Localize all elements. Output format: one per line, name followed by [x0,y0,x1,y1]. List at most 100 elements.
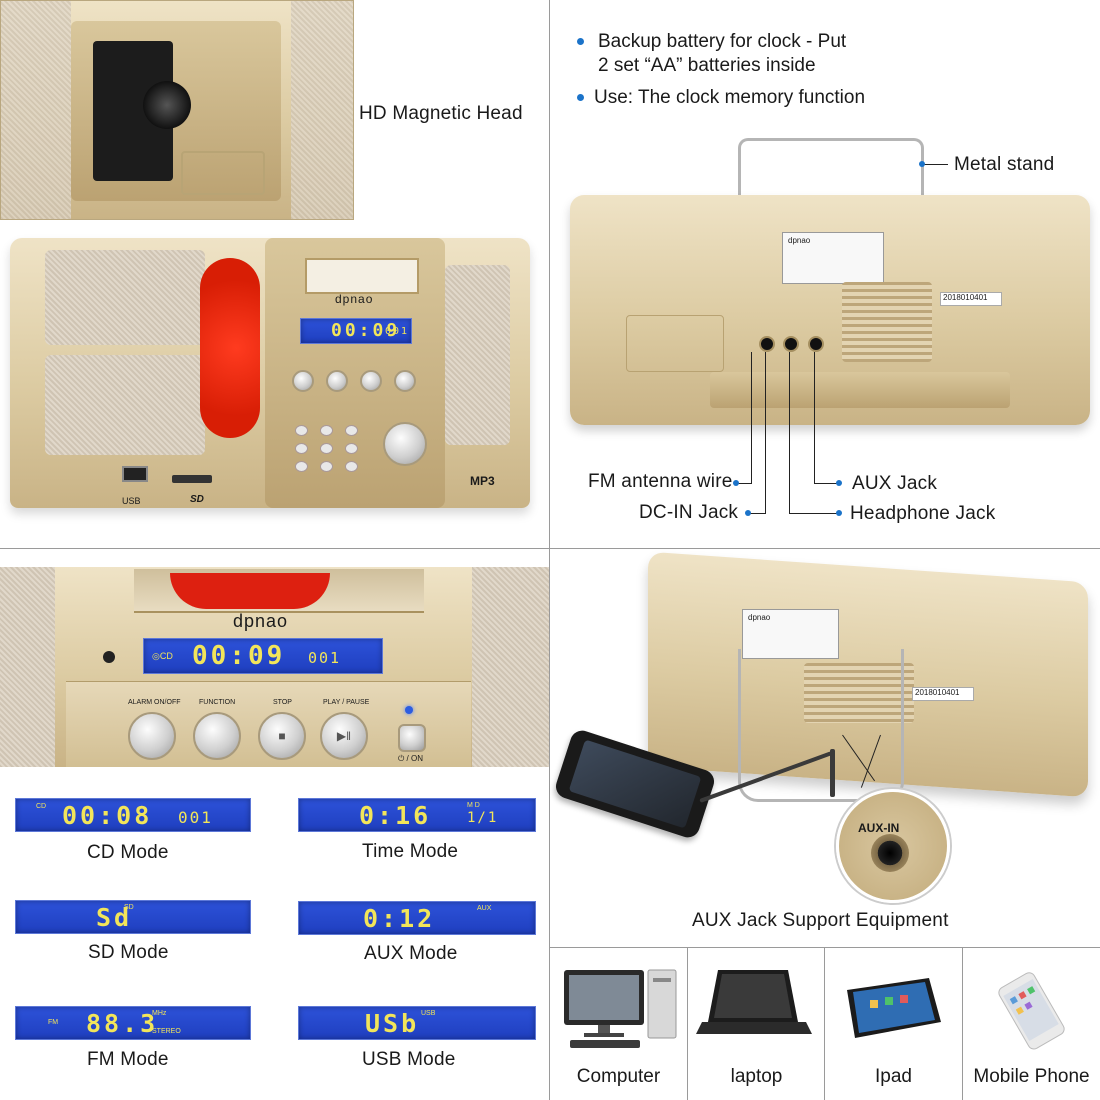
play-button-small[interactable] [394,370,416,392]
keypad-button[interactable] [345,425,358,436]
clock-memory-note: Use: The clock memory function [594,87,866,108]
rear-view-panel: Backup battery for clock - Put 2 set “AA… [550,0,1100,548]
power-label: ⏻ / ON [398,754,423,763]
equipment-laptop: laptop [688,948,825,1100]
aux-in-label: AUX-IN [858,821,900,835]
rating-label-brand: dpnao [788,236,811,245]
right-speaker-grille [445,265,510,445]
sd-label: SD [190,494,204,505]
phone-icon [998,972,1065,1050]
front-lcd-large: ◎CD 00:09 001 [143,638,383,674]
rating-label-angled-brand: dpnao [748,613,771,622]
mp3-label: MP3 [470,474,495,488]
stop-icon: ■ [278,729,286,743]
navigation-dial[interactable] [383,422,427,466]
time-mode-display: M D 0:16 1/1 [298,798,536,832]
keypad-button[interactable] [320,425,333,436]
power-led-icon [405,706,413,714]
usb-mode-display: USB USb [298,1006,536,1040]
aux-in-port [871,834,909,872]
front-lcd-small: 00:09 001 [300,318,412,344]
battery-note-line1: Backup battery for clock - Put [598,31,847,52]
cd-indicator: ◎CD [152,651,173,661]
aux-mode-label: AUX Mode [364,943,458,964]
vent-grille-angled [804,663,914,723]
usb-port [122,466,148,482]
keypad-button[interactable] [345,443,358,454]
time-mode-label: Time Mode [362,841,459,862]
dc-in-jack [759,336,775,352]
tablet-icon [847,978,941,1038]
aux-support-label: AUX Jack Support Equipment [692,910,949,931]
bullet-icon [577,38,584,45]
fm-antenna-label: FM antenna wire [588,471,733,492]
computer-icon [564,969,677,1048]
laptop-label: laptop [730,1066,783,1087]
metal-stand-angled [738,649,904,802]
brand-logo-closeup: dpnao [233,611,289,631]
sd-mode-label: SD Mode [88,942,169,963]
keypad-button[interactable] [345,461,358,472]
alarm-button-small[interactable] [292,370,314,392]
function-button-label: FUNCTION [199,699,236,706]
cd-mode-display: CD 00:08 001 [15,798,251,832]
keypad-button[interactable] [320,443,333,454]
equipment-ipad: Ipad [825,948,962,1100]
cd-disc [200,258,260,438]
alarm-button-label: ALARM ON/OFF [128,699,181,706]
keypad-button[interactable] [320,461,333,472]
magnetic-head-closeup [0,0,354,220]
sd-mode-display: SD Sd [15,900,251,934]
keypad-button[interactable] [295,461,308,472]
sd-slot [172,475,212,483]
stop-button[interactable]: ■ [258,712,306,760]
fm-mode-label: FM Mode [87,1049,169,1070]
bottom-ledge [710,372,1010,408]
display-modes-panel: dpnao ◎CD 00:09 001 ALARM ON/OFF FUNCTIO… [0,549,549,1100]
stop-button-small[interactable] [360,370,382,392]
ipad-label: Ipad [875,1066,912,1087]
rating-label-angled [742,609,839,659]
vent-grille [842,282,932,362]
cd-mode-label: CD Mode [87,842,169,863]
equipment-computer: Computer [550,948,687,1100]
play-pause-button[interactable]: ▶‖ [320,712,368,760]
mobile-phone-label: Mobile Phone [973,1066,1090,1087]
aux-in-magnifier [836,789,950,903]
fm-mode-display: FM 88.3 MHz STEREO [15,1006,251,1040]
cd-door-window [305,258,419,294]
serial-sticker-angled [912,687,974,701]
equipment-mobile-phone: Mobile Phone [963,948,1100,1100]
usb-label: USB [122,496,141,506]
brand-logo: dpnao [335,292,374,306]
play-pause-button-label: PLAY / PAUSE [323,699,370,706]
metal-stand-label: Metal stand [954,154,1055,175]
headphone-jack [783,336,799,352]
aux-jack [808,336,824,352]
function-button[interactable] [193,712,241,760]
serial-number-angled: 2018010401 [915,688,960,697]
magnetic-head-label: HD Magnetic Head [359,103,523,124]
equipment-divider [549,947,1100,948]
battery-note-line2: 2 set “AA” batteries inside [598,55,816,76]
aux-connection-panel: dpnao 2018010401 AUX-IN AUX Jack Support… [550,549,1100,947]
right-speaker-closeup [472,567,549,767]
stop-button-label: STOP [273,699,292,706]
serial-sticker [940,292,1002,306]
front-view-panel: HD Magnetic Head USB SD dpnao 00:09 001 … [0,0,549,548]
computer-label: Computer [576,1066,661,1087]
battery-compartment [626,315,724,372]
usb-mode-label: USB Mode [362,1049,456,1070]
ir-sensor [103,651,115,663]
bullet-icon [577,94,584,101]
power-button[interactable] [398,724,426,752]
horizontal-divider [0,548,1100,549]
keypad-button[interactable] [295,443,308,454]
headphone-jack-label: Headphone Jack [850,503,996,524]
alarm-on-off-button[interactable] [128,712,176,760]
dc-in-label: DC-IN Jack [639,502,739,523]
cd-disc-closeup [170,573,330,609]
function-button-small[interactable] [326,370,348,392]
keypad-button[interactable] [295,425,308,436]
left-speaker-grille [45,250,205,345]
